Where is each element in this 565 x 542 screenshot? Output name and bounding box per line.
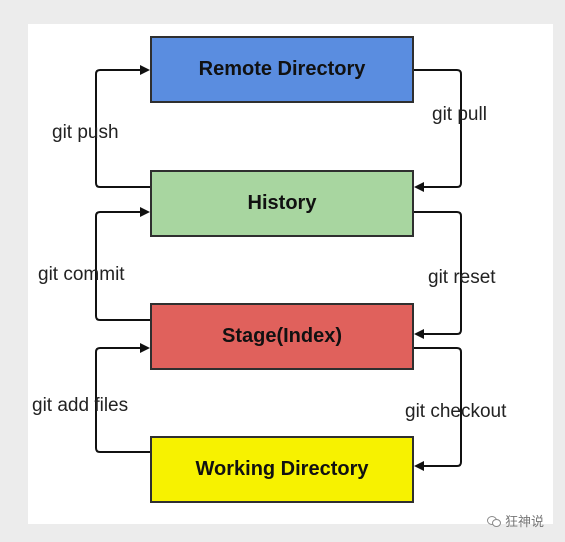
git-add-arrow <box>95 343 150 453</box>
git-checkout-label: git checkout <box>405 401 507 422</box>
watermark-text: 狂神说 <box>505 514 545 529</box>
git-push-label: git push <box>52 122 119 143</box>
git-add-files-label: git add files <box>32 395 129 416</box>
working-directory-node: Working Directory <box>150 436 414 503</box>
git-reset-label: git reset <box>428 267 496 288</box>
wechat-icon <box>487 515 501 527</box>
remote-directory-node: Remote Directory <box>150 36 414 103</box>
git-push-arrow <box>95 65 150 188</box>
git-commit-label: git commit <box>38 264 125 285</box>
git-commit-arrow <box>95 207 150 321</box>
watermark: 狂神说 <box>487 511 544 530</box>
remote-directory-label: Remote Directory <box>198 58 366 80</box>
git-pull-arrow <box>414 69 462 192</box>
stage-index-node: Stage(Index) <box>150 303 414 370</box>
history-label: History <box>247 192 317 214</box>
history-node: History <box>150 170 414 237</box>
git-checkout-arrow <box>414 347 462 471</box>
working-directory-label: Working Directory <box>195 458 369 480</box>
git-reset-arrow <box>414 211 462 339</box>
stage-index-label: Stage(Index) <box>221 325 343 347</box>
git-pull-label: git pull <box>432 104 487 125</box>
